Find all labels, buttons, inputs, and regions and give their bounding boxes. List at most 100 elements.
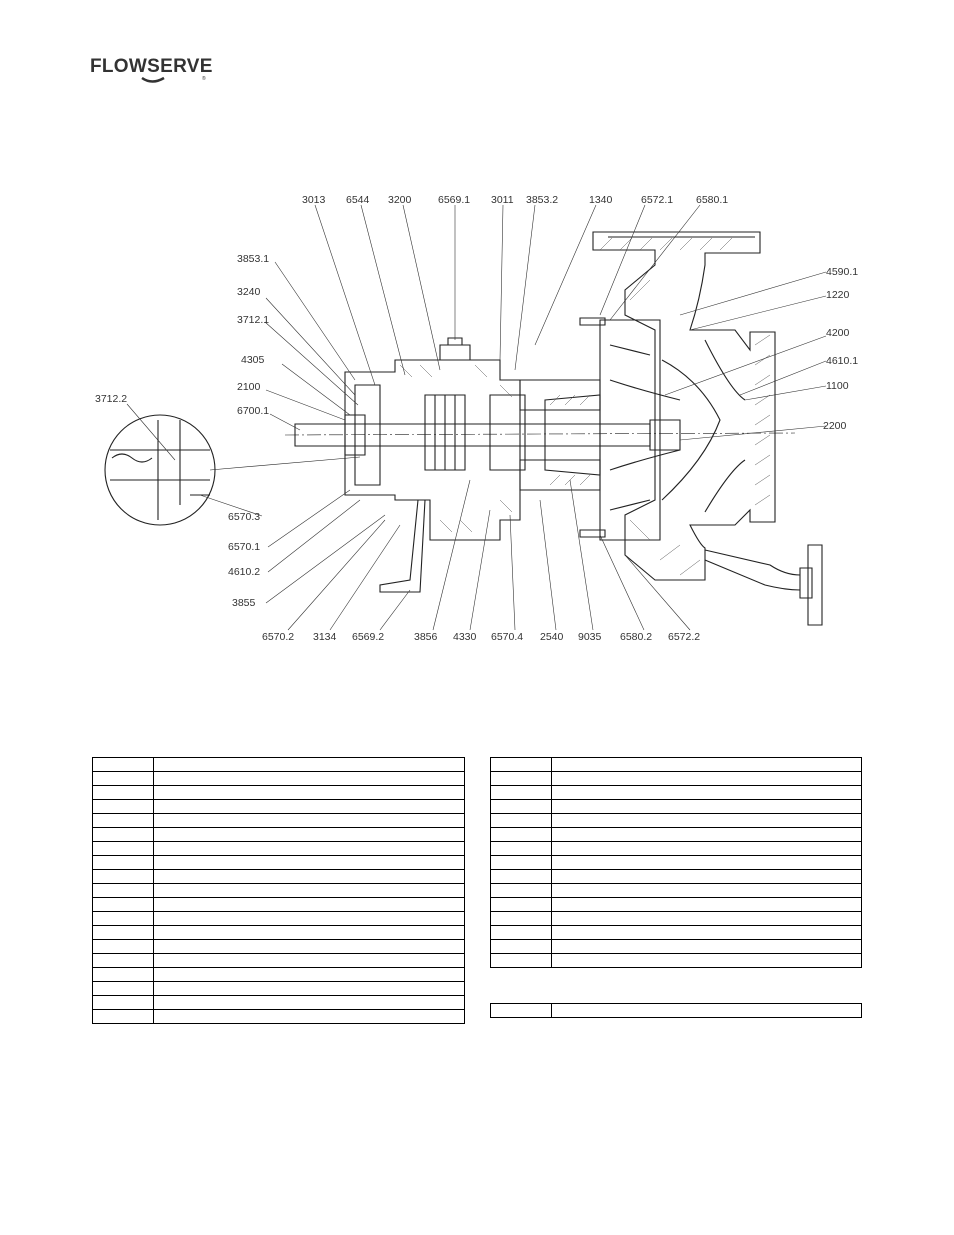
callout-label: 3712.2 [95,393,127,405]
table-cell-description [551,785,862,800]
table-cell-description [153,925,465,940]
table-row [490,813,862,828]
table-row [490,757,862,772]
table-cell-description [551,771,862,786]
table-row [92,771,465,786]
table-cell-ref [490,897,552,912]
table-row [490,1003,862,1018]
table-cell-ref [92,1009,154,1024]
table-cell-ref [92,883,154,898]
table-cell-description [153,869,465,884]
table-cell-ref [92,785,154,800]
table-cell-ref [490,911,552,926]
table-row [490,827,862,842]
table-cell-ref [490,869,552,884]
table-cell-description [153,813,465,828]
table-row [490,771,862,786]
table-row [92,757,465,772]
table-cell-description [153,897,465,912]
parts-table-right [490,757,862,968]
table-cell-description [551,841,862,856]
table-row [490,869,862,884]
callout-label: 3134 [313,631,337,643]
table-cell-ref [92,911,154,926]
table-row [92,813,465,828]
callout-label: 4590.1 [826,266,858,278]
callout-label: 4610.1 [826,355,858,367]
table-cell-ref [92,799,154,814]
table-cell-description [551,869,862,884]
table-cell-description [551,827,862,842]
table-cell-description [153,771,465,786]
table-cell-ref [92,757,154,772]
table-cell-description [153,883,465,898]
table-cell-ref [92,869,154,884]
table-cell-ref [92,897,154,912]
table-row [92,827,465,842]
table-cell-ref [92,981,154,996]
table-cell-ref [490,855,552,870]
logo-text: FLOWSERVE [90,56,213,77]
table-cell-description [551,757,862,772]
table-row [92,939,465,954]
table-cell-description [153,939,465,954]
table-row [92,995,465,1010]
callout-label: 3855 [232,597,256,609]
table-cell-description [153,981,465,996]
table-cell-description [153,911,465,926]
table-row [490,799,862,814]
table-cell-ref [490,827,552,842]
table-cell-ref [92,841,154,856]
table-row [490,883,862,898]
table-cell-ref [92,855,154,870]
parts-table-bottom [490,1003,862,1018]
callout-label: 1340 [589,194,613,206]
table-cell-ref [490,757,552,772]
table-cell-description [153,967,465,982]
callout-label: 6569.2 [352,631,384,643]
callout-label: 3853.2 [526,194,558,206]
table-cell-ref [490,1003,552,1018]
callout-label: 6570.3 [228,511,260,523]
table-row [490,953,862,968]
table-cell-description [551,883,862,898]
table-cell-description [551,855,862,870]
flowserve-logo: ® FLOWSERVE [90,52,213,88]
callout-label: 6570.4 [491,631,523,643]
table-cell-description [153,1009,465,1024]
callout-label: 6700.1 [237,405,269,417]
callout-label: 3013 [302,194,326,206]
svg-text:®: ® [202,75,206,82]
table-row [92,785,465,800]
callout-label: 4330 [453,631,477,643]
table-cell-description [551,911,862,926]
table-cell-description [551,925,862,940]
table-row [490,897,862,912]
table-cell-ref [92,967,154,982]
pump-sectional-drawing: 3013 6544 3200 6569.1 3011 3853.2 1340 6… [95,194,858,643]
table-cell-description [153,841,465,856]
callout-label: 2100 [237,381,261,393]
callout-label: 4200 [826,327,850,339]
table-cell-description [551,813,862,828]
callout-label: 3856 [414,631,438,643]
callout-label: 3200 [388,194,412,206]
callout-label: 6580.1 [696,194,728,206]
table-cell-ref [490,925,552,940]
table-row [92,883,465,898]
table-row [92,953,465,968]
callout-label: 6569.1 [438,194,470,206]
table-cell-description [551,799,862,814]
callout-label: 6570.2 [262,631,294,643]
table-row [490,841,862,856]
table-cell-ref [490,785,552,800]
table-cell-description [551,939,862,954]
table-row [92,841,465,856]
table-cell-ref [490,841,552,856]
parts-table-left [92,757,465,1024]
table-row [490,785,862,800]
table-cell-description [153,995,465,1010]
callout-label: 4610.2 [228,566,260,578]
table-cell-description [153,855,465,870]
table-cell-ref [92,771,154,786]
